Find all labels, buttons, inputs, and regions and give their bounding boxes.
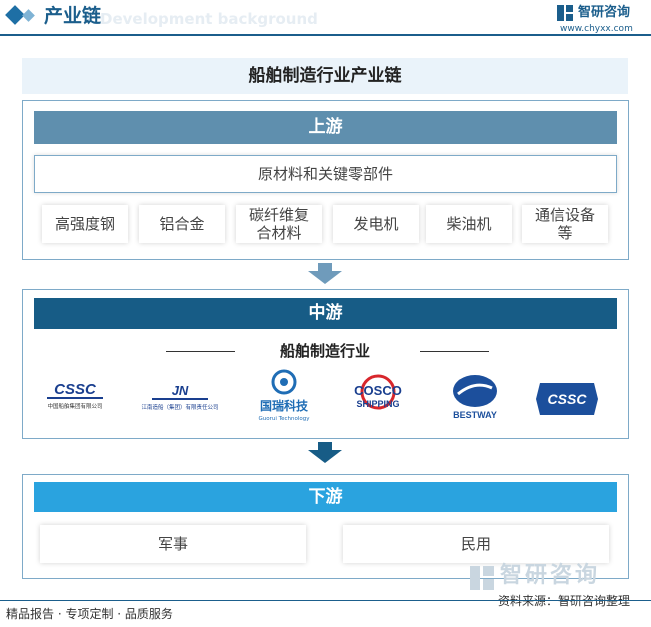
- bestway-logo-text: BESTWAY: [453, 410, 497, 420]
- header-ghost-text: Development background: [100, 10, 318, 28]
- midstream-right-rule: [420, 351, 489, 352]
- brand-name: 智研咨询: [578, 5, 631, 20]
- upstream-subtitle-box: [34, 155, 617, 193]
- upstream-band: 上游: [34, 111, 617, 144]
- brand-url: www.chyxx.com: [560, 24, 633, 34]
- upstream-item: 碳纤维复合材料: [236, 205, 322, 243]
- watermark-logo-icon: [470, 566, 494, 590]
- cssc-group-logo-caption: 中国船舶集团有限公司: [47, 402, 102, 410]
- upstream-item: 柴油机: [426, 205, 512, 243]
- page-title: 产业链: [44, 5, 102, 27]
- flow-arrow-down-icon: [308, 263, 342, 284]
- header-divider: [0, 34, 651, 36]
- cosco-logo-text: COSCO: [354, 383, 402, 398]
- header-diamond-small-icon: [22, 9, 35, 22]
- bestway-logo: BESTWAY: [440, 372, 510, 422]
- guorui-logo-caption: Guorui Technology: [259, 416, 311, 422]
- jiangnan-shipyard-logo: JN 江南造船（集团）有限责任公司: [128, 370, 232, 420]
- guorui-technology-logo: 国瑞科技 Guorui Technology: [249, 368, 319, 424]
- cosco-logo-caption: SHIPPING: [356, 399, 399, 409]
- footer-divider: [0, 600, 651, 601]
- cssc-logo: CSSC: [532, 377, 602, 421]
- cssc-group-logo-text: CSSC: [54, 381, 97, 398]
- footer-watermark: 智研咨询: [500, 563, 601, 588]
- upstream-item: 高强度钢: [42, 205, 128, 243]
- upstream-item: 通信设备等: [522, 205, 608, 243]
- midstream-left-rule: [166, 351, 235, 352]
- guorui-logo-text: 国瑞科技: [260, 398, 309, 413]
- upstream-item: 铝合金: [139, 205, 225, 243]
- cssc-group-logo: CSSC 中国船舶集团有限公司: [33, 370, 117, 420]
- downstream-band: 下游: [34, 482, 617, 512]
- jiangnan-logo-text: JN: [172, 383, 189, 398]
- midstream-band: 中游: [34, 298, 617, 329]
- upstream-item: 发电机: [333, 205, 419, 243]
- diagram-title: 船舶制造行业产业链: [22, 58, 628, 94]
- midstream-subtitle: 船舶制造行业: [279, 342, 370, 360]
- source-note: 资料来源：智研咨询整理: [498, 594, 631, 608]
- footer-slogan: 精品报告 · 专项定制 · 品质服务: [6, 607, 173, 621]
- flow-arrow-down-icon: [308, 442, 342, 463]
- upstream-subtitle: 原材料和关键零部件: [257, 165, 393, 183]
- jiangnan-logo-caption: 江南造船（集团）有限责任公司: [141, 403, 218, 411]
- downstream-item-military: 军事: [40, 525, 306, 563]
- downstream-item-civilian: 民用: [343, 525, 609, 563]
- cosco-shipping-logo: COSCO SHIPPING: [336, 370, 420, 422]
- brand-logo-icon: [557, 5, 573, 21]
- cssc-logo-text: CSSC: [548, 391, 588, 407]
